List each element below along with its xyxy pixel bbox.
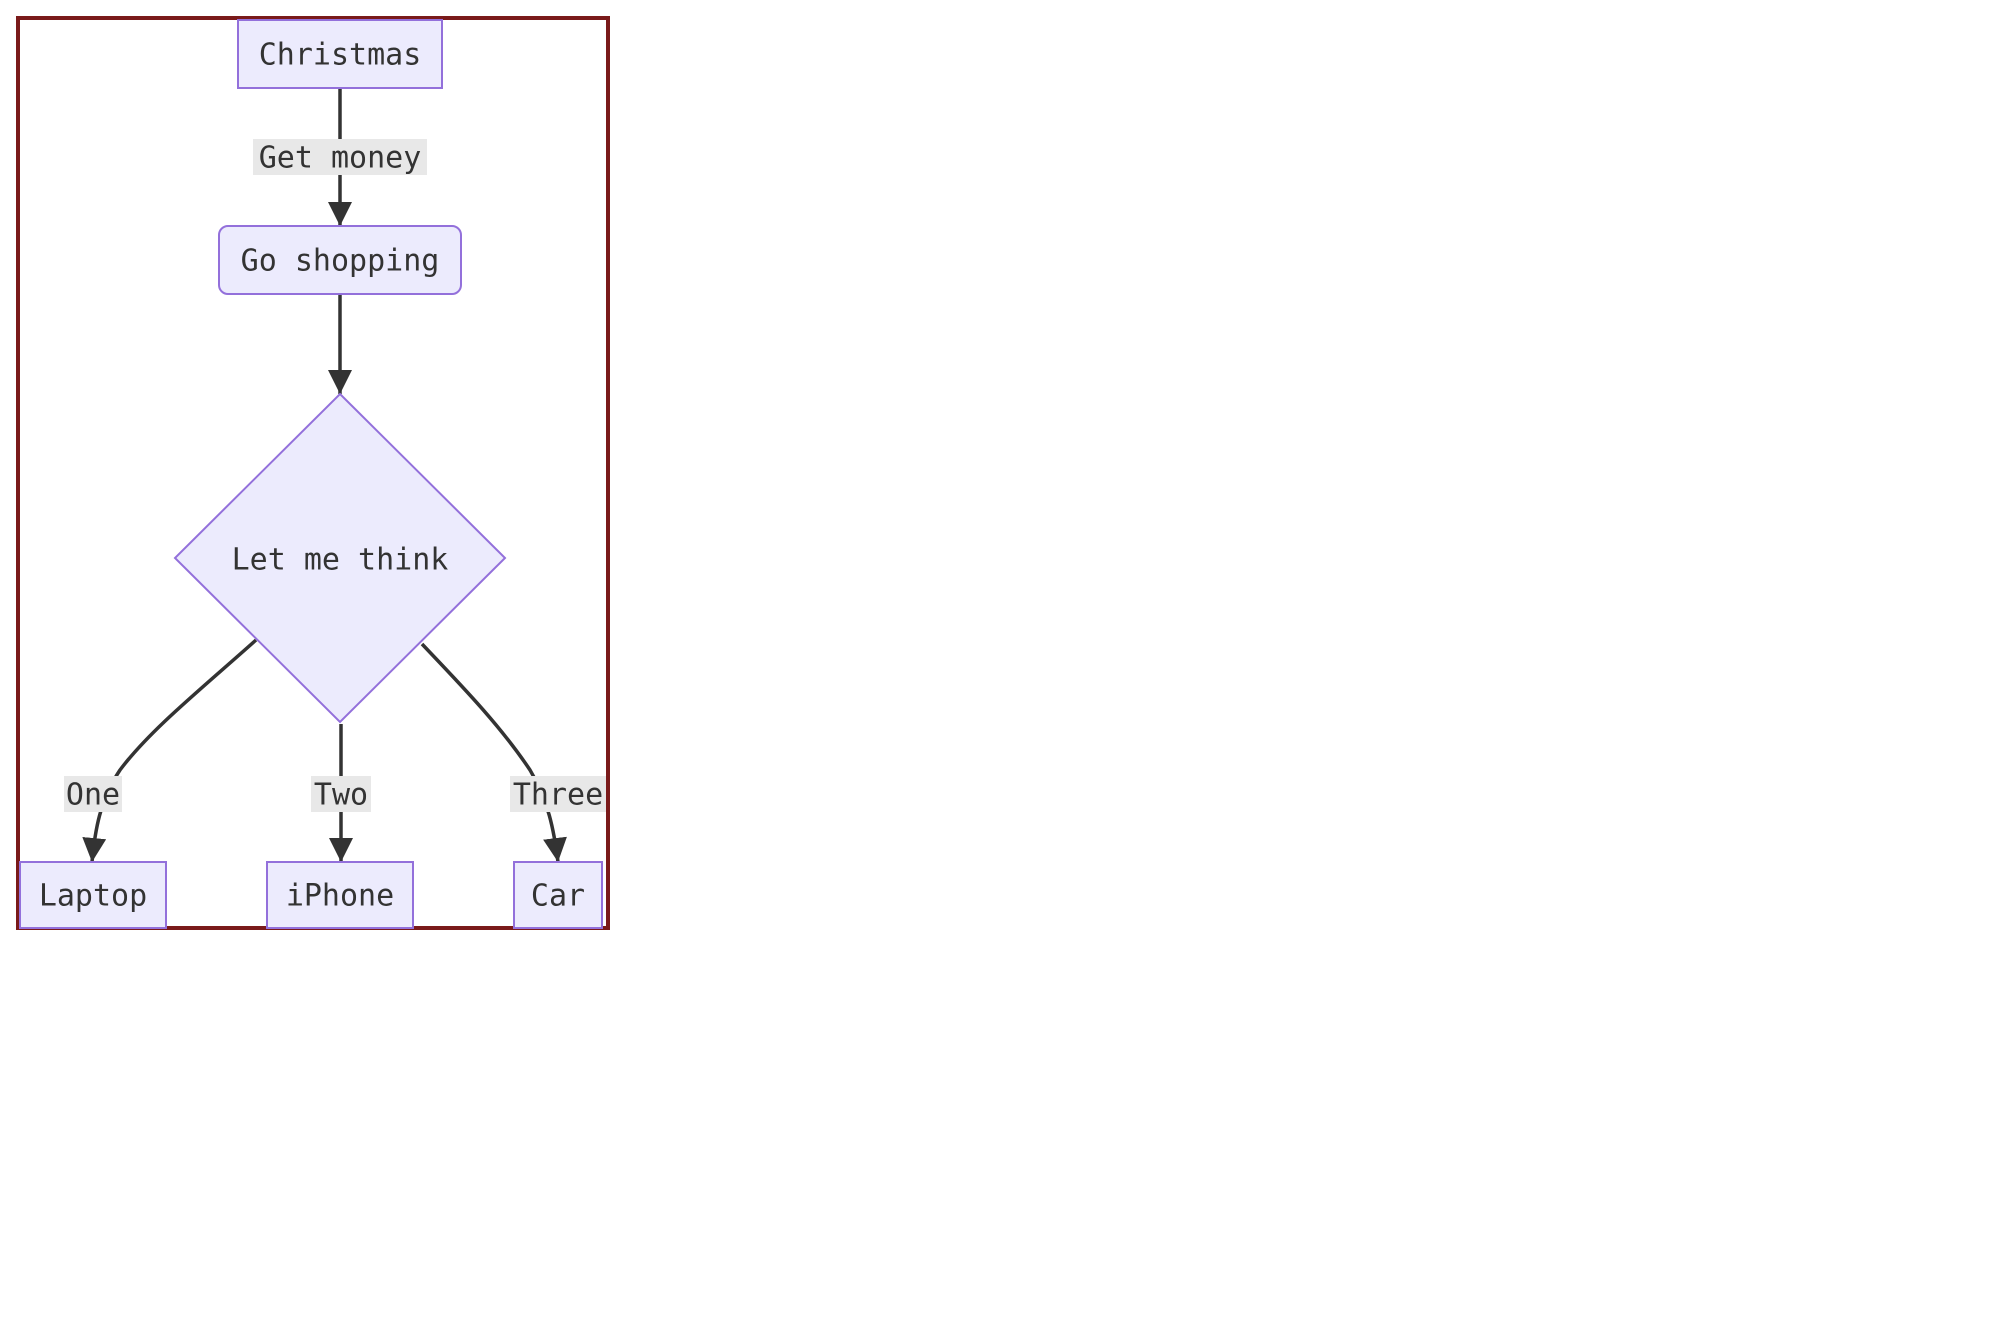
node-label: Go shopping	[241, 244, 440, 279]
edge-label-three: Three	[510, 776, 606, 813]
edge-label-text: Get money	[259, 141, 422, 176]
node-label: Car	[531, 879, 585, 914]
edge-label-bg	[64, 776, 122, 812]
edge-label-bg	[311, 776, 371, 812]
node-shape	[266, 861, 414, 929]
node-go-shopping[interactable]: Go shopping	[218, 225, 462, 295]
node-label: Let me think	[232, 543, 449, 578]
edge-three	[420, 642, 567, 863]
node-car[interactable]: Car	[513, 861, 603, 929]
node-let-me-think[interactable]: Let me think	[173, 392, 507, 724]
node-christmas[interactable]: Christmas	[237, 19, 443, 89]
edge-label-get-money: Get money	[253, 139, 427, 176]
node-shape	[513, 861, 603, 929]
edge-label-text: Three	[513, 778, 603, 813]
node-shape	[19, 861, 167, 929]
node-shape	[218, 225, 462, 295]
node-shape	[237, 19, 443, 89]
edge-one	[82, 638, 258, 863]
edge-line	[82, 638, 258, 863]
edge-label-text: Two	[314, 778, 368, 813]
edge-label-bg	[510, 776, 606, 812]
node-label: Laptop	[39, 879, 147, 914]
edge-label-one: One	[64, 776, 122, 813]
node-laptop[interactable]: Laptop	[19, 861, 167, 929]
node-label: iPhone	[286, 879, 394, 914]
node-shape	[173, 392, 507, 724]
node-iphone[interactable]: iPhone	[266, 861, 414, 929]
edge-line	[420, 642, 567, 863]
edge-label-bg	[253, 139, 427, 175]
node-label: Christmas	[259, 38, 422, 73]
edge-label-two: Two	[311, 776, 371, 813]
edge-label-text: One	[66, 778, 120, 813]
